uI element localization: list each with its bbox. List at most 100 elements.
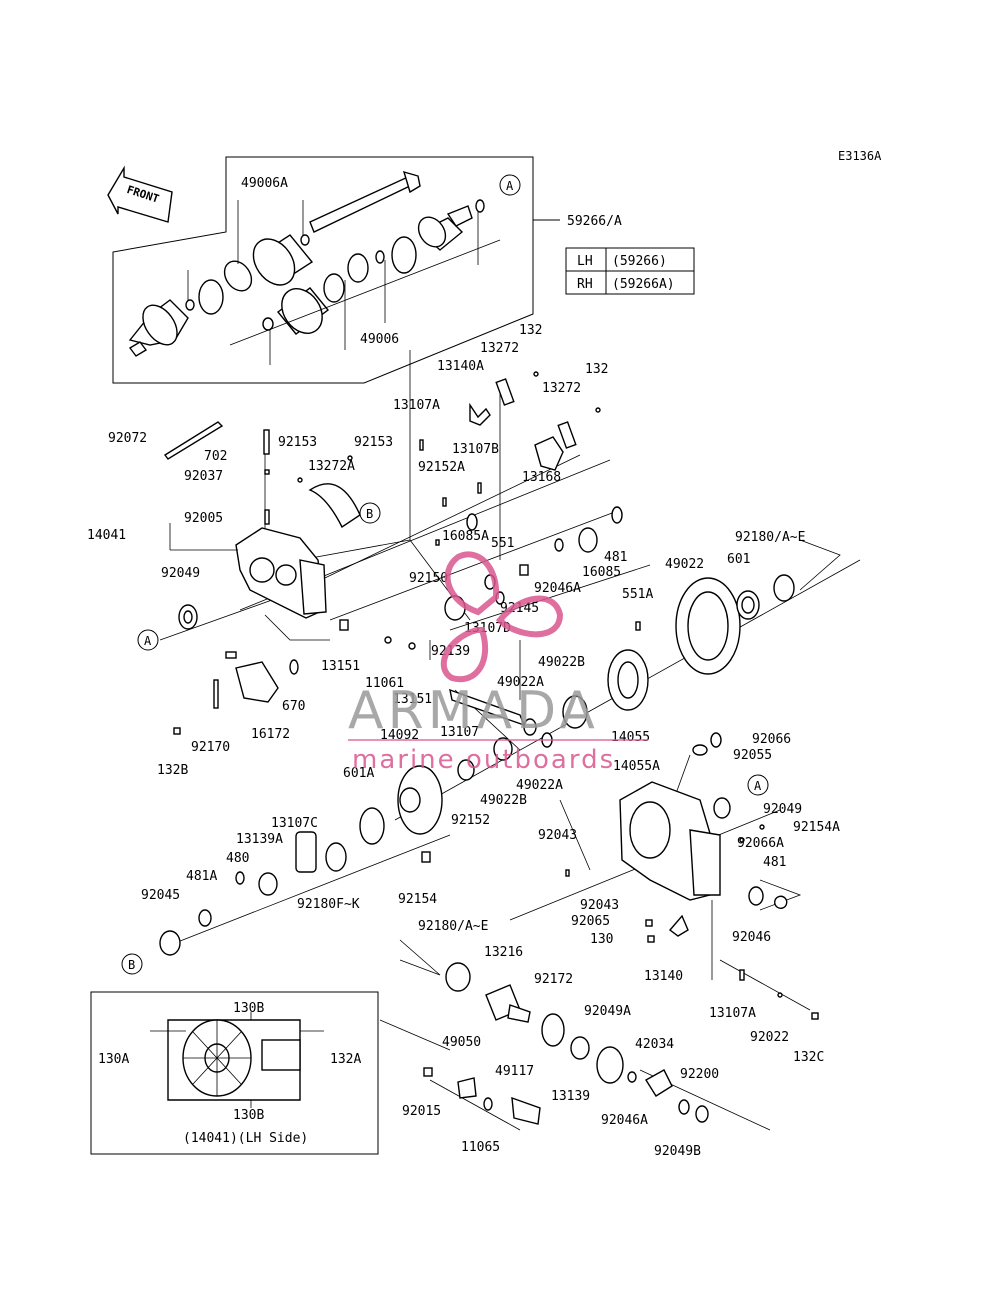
part-number-label: 92180F~K <box>297 897 360 912</box>
propeller-logo-icon <box>440 551 564 683</box>
part-number-label: 92180/A~E <box>418 919 488 934</box>
part-number-label: 92049A <box>584 1004 631 1019</box>
part-number-label: 92200 <box>680 1067 719 1082</box>
part-number-label: 16085 <box>582 565 621 580</box>
diagram-code: E3136A <box>838 149 882 163</box>
part-number-label: 92049 <box>161 566 200 581</box>
part-number-label: 42034 <box>635 1037 674 1052</box>
callout-markers: A B A A B <box>121 174 769 975</box>
part-number-label: 11065 <box>461 1140 500 1155</box>
part-number-label: 92152 <box>451 813 490 828</box>
part-number-label: 13140A <box>437 359 484 374</box>
part-number-label: 49022 <box>665 557 704 572</box>
inset-box: (14041)(LH Side) <box>90 991 379 1155</box>
callout-b-mid: B <box>366 507 373 521</box>
part-number-label: 601 <box>727 552 750 567</box>
part-number-label: 11061 <box>365 676 404 691</box>
part-number-label: 130B <box>233 1001 264 1016</box>
part-number-label: 551 <box>491 536 514 551</box>
part-number-label: 13272 <box>480 341 519 356</box>
part-number-label: 13139A <box>236 832 283 847</box>
part-number-label: 13107A <box>393 398 440 413</box>
part-number-label: 92172 <box>534 972 573 987</box>
part-number-label: 92043 <box>538 828 577 843</box>
part-number-label: 92154 <box>398 892 437 907</box>
part-number-label: 132C <box>793 1050 824 1065</box>
part-number-label: 49022A <box>497 675 544 690</box>
part-number-label: 92015 <box>402 1104 441 1119</box>
part-number-label: 601A <box>343 766 374 781</box>
part-number-label: 92005 <box>184 511 223 526</box>
watermark-brand: ARMADA <box>348 681 599 741</box>
part-number-label: 49006 <box>360 332 399 347</box>
lh-rh-table: LH (59266) RH (59266A) <box>565 247 695 295</box>
part-number-label: 13140 <box>644 969 683 984</box>
table-lh-side: LH <box>577 254 593 269</box>
drive-shaft-assembly <box>128 170 501 365</box>
part-number-label: 13139 <box>551 1089 590 1104</box>
part-number-label: 92043 <box>580 898 619 913</box>
part-number-label: 59266/A <box>567 214 622 229</box>
part-number-label: 92046A <box>534 581 581 596</box>
part-number-label: 481 <box>763 855 786 870</box>
part-number-label: 92180/A~E <box>735 530 805 545</box>
part-number-label: 13151 <box>321 659 360 674</box>
part-number-label: 551A <box>622 587 653 602</box>
table-rh-part: (59266A) <box>612 277 675 292</box>
part-number-label: 130B <box>233 1108 264 1123</box>
part-number-label: 92022 <box>750 1030 789 1045</box>
part-number-label: 16172 <box>251 727 290 742</box>
ring-gear <box>159 574 795 956</box>
part-number-label: 13107A <box>709 1006 756 1021</box>
callout-b-bottom: B <box>128 958 135 972</box>
part-number-label: 92153 <box>278 435 317 450</box>
table-lh-part: (59266) <box>612 254 667 269</box>
drive-shaft-box <box>112 156 534 384</box>
part-number-label: 13107B <box>452 442 499 457</box>
part-number-label: 13107C <box>271 816 318 831</box>
part-number-label: 49022B <box>480 793 527 808</box>
part-number-label: 92049B <box>654 1144 701 1159</box>
part-number-label: 49117 <box>495 1064 534 1079</box>
part-number-label: 132 <box>519 323 542 338</box>
part-number-label: 49050 <box>442 1035 481 1050</box>
part-number-label: 92066 <box>752 732 791 747</box>
watermark: ARMADA marine outboards <box>348 551 648 775</box>
part-number-label: 130 <box>590 932 613 947</box>
part-number-label: 92046 <box>732 930 771 945</box>
part-number-label: 92055 <box>733 748 772 763</box>
part-number-label: 92153 <box>354 435 393 450</box>
part-number-label: 92065 <box>571 914 610 929</box>
callout-a-right: A <box>754 779 762 793</box>
part-number-label: 14041 <box>87 528 126 543</box>
part-number-label: 481A <box>186 869 217 884</box>
right-case-housing <box>565 732 819 1020</box>
part-number-label: 92072 <box>108 431 147 446</box>
transmission-case <box>169 523 327 630</box>
part-number-label: 13151 <box>393 692 432 707</box>
part-number-label: 132 <box>585 362 608 377</box>
part-number-label: 130A <box>98 1052 129 1067</box>
part-number-label: 92046A <box>601 1113 648 1128</box>
part-number-label: 13107 <box>440 725 479 740</box>
part-number-label: 670 <box>282 699 305 714</box>
part-number-label: 92154A <box>793 820 840 835</box>
part-number-label: 14055 <box>611 730 650 745</box>
part-number-label: 480 <box>226 851 249 866</box>
part-number-label: 13272A <box>308 459 355 474</box>
part-number-label: 49006A <box>241 176 288 191</box>
part-number-label: 92066A <box>737 836 784 851</box>
output-parts <box>423 962 709 1125</box>
part-number-label: 702 <box>204 449 227 464</box>
part-number-label: 13272 <box>542 381 581 396</box>
part-number-label: 481 <box>604 550 627 565</box>
part-number-label: 16085A <box>442 529 489 544</box>
part-number-label: 13216 <box>484 945 523 960</box>
callout-a-top: A <box>506 179 514 193</box>
part-number-label: 92150 <box>409 571 448 586</box>
left-parts <box>173 651 299 735</box>
table-rh-side: RH <box>577 277 593 292</box>
